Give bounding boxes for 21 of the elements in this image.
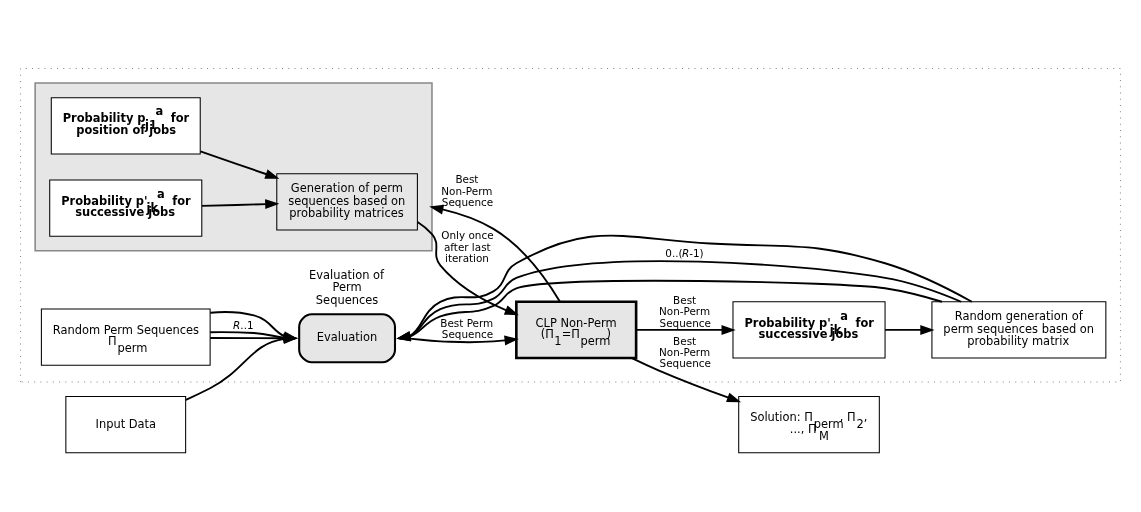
- arrow: [201, 198, 280, 209]
- cluster: [34, 81, 433, 252]
- arrow: [429, 204, 561, 303]
- arrow: [635, 324, 736, 335]
- edge-label: R..1: [233, 318, 254, 331]
- edge-label: Best Non-Perm Sequence: [441, 172, 494, 208]
- arrow: [884, 324, 935, 335]
- cluster: [20, 67, 1121, 383]
- node-box: Generation of perm sequences based on probability matrices: [276, 172, 418, 230]
- node-box: Random generation of perm sequences based on probability matrix: [931, 300, 1107, 359]
- arrow: [199, 149, 280, 179]
- arrow: [416, 220, 519, 315]
- arrow: [630, 356, 742, 402]
- arrow: [185, 333, 298, 401]
- edge-label: 0..(R-1): [665, 246, 704, 259]
- node-label: Evaluation of Perm Sequences: [309, 267, 385, 307]
- edge-label: Best Non-Perm Sequence: [659, 334, 711, 369]
- edge-label: Best Non-Perm Sequence: [659, 293, 711, 329]
- edge-label: Best Perm Sequence: [440, 316, 494, 340]
- edge-label: Only once after last iteration: [441, 228, 494, 264]
- node-box: Input Data: [65, 395, 187, 453]
